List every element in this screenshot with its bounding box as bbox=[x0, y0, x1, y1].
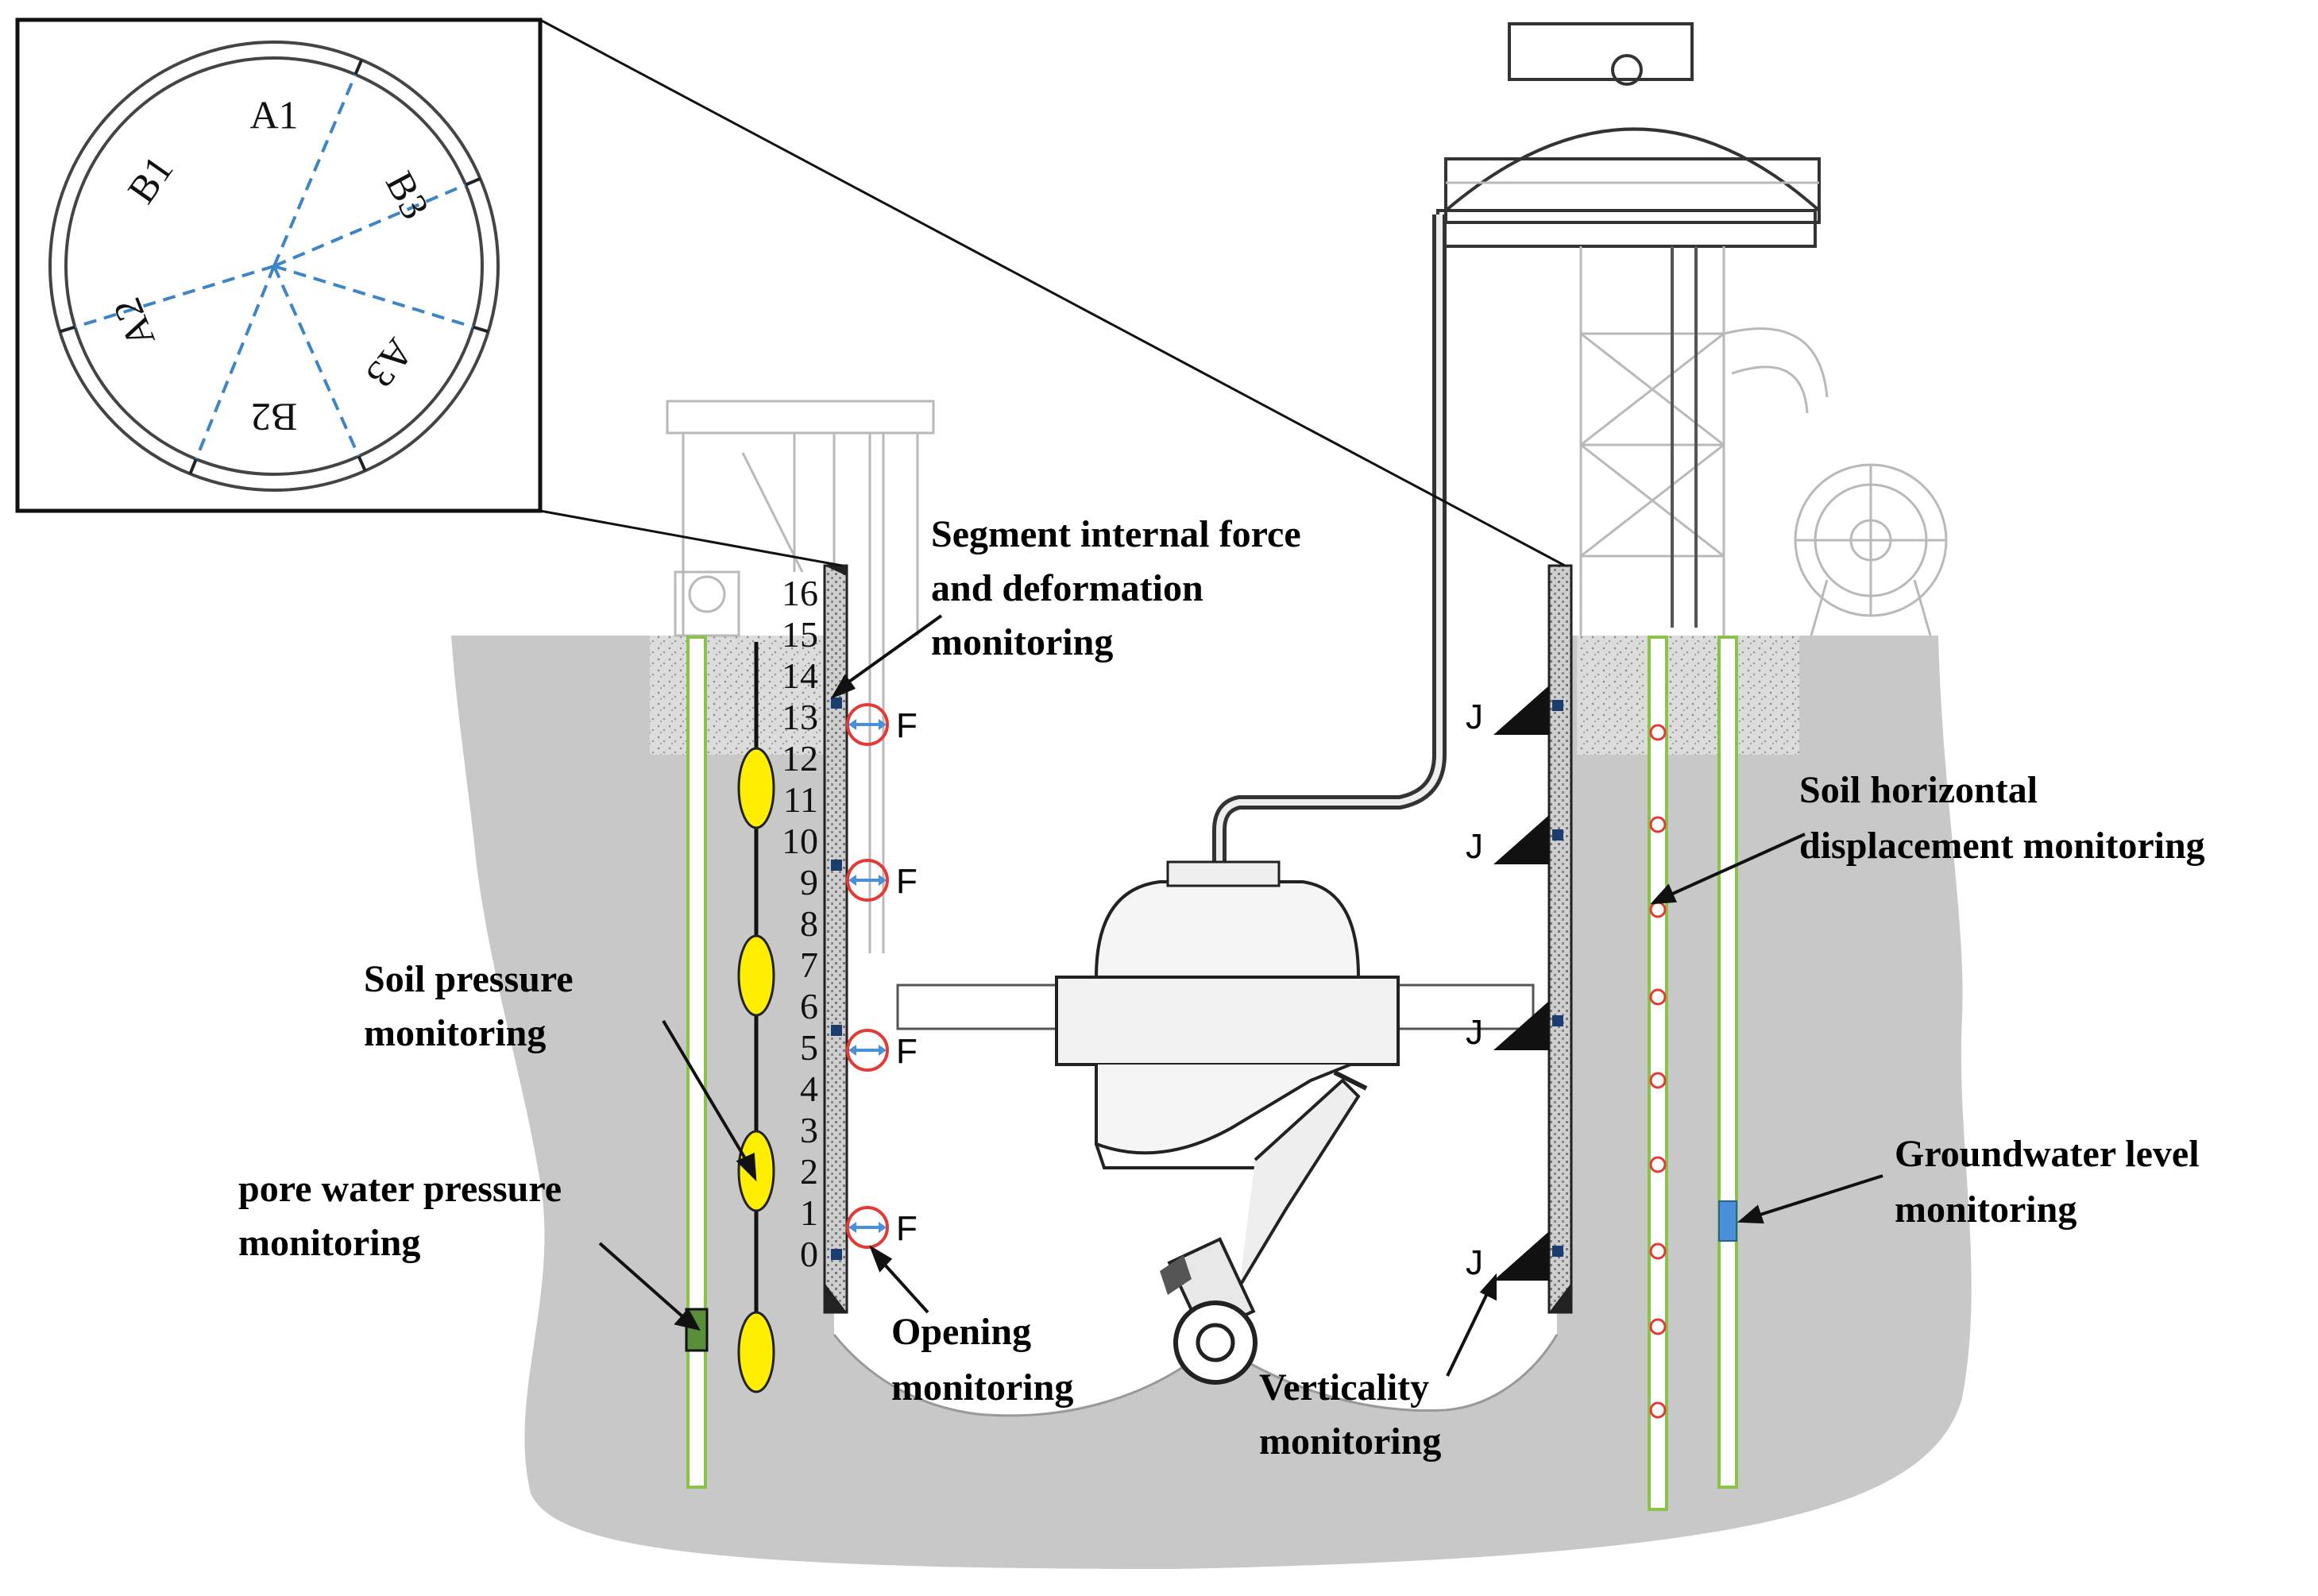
ring-number: 0 bbox=[800, 1234, 818, 1274]
groundwater-level-sensor bbox=[1718, 1200, 1737, 1242]
groundwater-observation-pipe bbox=[1717, 636, 1738, 1489]
soil-pressure-cells bbox=[737, 747, 775, 1393]
verticality-marker: J bbox=[1466, 815, 1563, 866]
sector-divider bbox=[273, 183, 466, 268]
ring-number: 9 bbox=[800, 862, 818, 902]
opening-monitoring-label: Opening monitoring bbox=[891, 1311, 1073, 1409]
ring-number: 13 bbox=[782, 697, 818, 737]
segment-force-label: Segment internal force and deformation m… bbox=[931, 513, 1311, 663]
surface-layer-left bbox=[650, 636, 833, 755]
inset-leader-top bbox=[539, 18, 1566, 567]
sector-joint-tick bbox=[353, 59, 364, 75]
ring-number: 1 bbox=[800, 1192, 818, 1233]
opening-marker: F bbox=[846, 859, 918, 902]
opening-code: F bbox=[896, 1032, 918, 1071]
displacement-point bbox=[1649, 1242, 1667, 1260]
verticality-code: J bbox=[1466, 698, 1483, 736]
verticality-code: J bbox=[1466, 1013, 1483, 1052]
pore-water-pressure-label: pore water pressure monitoring bbox=[238, 1168, 571, 1264]
soil-pressure-label: Soil pressure monitoring bbox=[364, 958, 583, 1054]
opening-marker: F bbox=[846, 703, 918, 746]
groundwater-level-label: Groundwater level monitoring bbox=[1895, 1133, 2209, 1231]
leader-arrows bbox=[598, 614, 1883, 1377]
ring-number: 3 bbox=[800, 1110, 818, 1150]
verticality-code: J bbox=[1466, 827, 1483, 866]
verticality-code: J bbox=[1466, 1243, 1483, 1282]
displacement-point bbox=[1649, 1156, 1667, 1173]
ring-number: 8 bbox=[800, 903, 818, 944]
surface-layer-right bbox=[1577, 636, 1799, 755]
opening-markers: F F F F bbox=[846, 703, 918, 1249]
displacement-point bbox=[1649, 1072, 1667, 1089]
segment-force-sensors bbox=[831, 698, 842, 1260]
verticality-markers: J J J J bbox=[1466, 686, 1563, 1282]
right-tower-structure bbox=[1436, 22, 1948, 636]
ring-number: 6 bbox=[800, 986, 818, 1026]
shaft-boring-machine bbox=[896, 860, 1535, 1385]
verticality-monitoring-label: Verticality monitoring bbox=[1259, 1366, 1441, 1463]
right-shaft-wall bbox=[1547, 564, 1573, 1314]
opening-marker: F bbox=[846, 1206, 918, 1249]
sector-joints bbox=[59, 59, 489, 475]
displacement-point bbox=[1649, 1318, 1667, 1335]
displacement-point bbox=[1649, 724, 1667, 741]
left-inclinometer-pipe bbox=[686, 636, 707, 1489]
sector-joint-tick bbox=[59, 325, 76, 334]
sector-joint-tick bbox=[472, 325, 489, 334]
sector-divider bbox=[194, 265, 276, 460]
ring-number: 15 bbox=[782, 614, 818, 655]
sector-joint-tick bbox=[357, 455, 367, 472]
sector-divider bbox=[272, 265, 361, 458]
ring-number: 12 bbox=[782, 738, 818, 779]
sector-divider bbox=[272, 74, 357, 267]
opening-code: F bbox=[896, 1209, 918, 1248]
sector-joint-tick bbox=[188, 458, 198, 475]
sector-label: A1 bbox=[249, 92, 298, 137]
sector-label: B2 bbox=[251, 396, 297, 440]
segment-ring-inner bbox=[64, 56, 484, 476]
ring-number: 4 bbox=[800, 1069, 818, 1109]
displacement-point bbox=[1649, 901, 1667, 918]
sector-joint-tick bbox=[465, 176, 481, 187]
verticality-marker: J bbox=[1466, 686, 1563, 736]
segment-ring-outer bbox=[48, 41, 500, 492]
ring-number: 16 bbox=[782, 573, 818, 613]
verticality-marker: J bbox=[1466, 1231, 1563, 1282]
ring-number: 2 bbox=[800, 1151, 818, 1192]
opening-code: F bbox=[896, 706, 918, 745]
ring-number: 11 bbox=[783, 779, 818, 820]
inset-leader-bottom bbox=[539, 509, 843, 567]
ring-number: 10 bbox=[782, 821, 818, 861]
inset-frame bbox=[15, 17, 543, 513]
ring-number: 7 bbox=[800, 945, 818, 985]
displacement-point bbox=[1649, 1401, 1667, 1419]
ring-number: 5 bbox=[800, 1027, 818, 1068]
displacement-point bbox=[1649, 816, 1667, 833]
soil-horizontal-displacement-label: Soil horizontal displacement monitoring bbox=[1799, 769, 2205, 867]
opening-marker: F bbox=[846, 1029, 918, 1072]
displacement-point bbox=[1649, 988, 1667, 1006]
ring-number: 14 bbox=[782, 655, 818, 696]
sector-divider bbox=[273, 265, 474, 329]
sector-divider bbox=[74, 265, 275, 329]
displacement-points bbox=[1649, 724, 1667, 1419]
verticality-marker: J bbox=[1466, 1001, 1563, 1052]
opening-code: F bbox=[896, 862, 918, 901]
